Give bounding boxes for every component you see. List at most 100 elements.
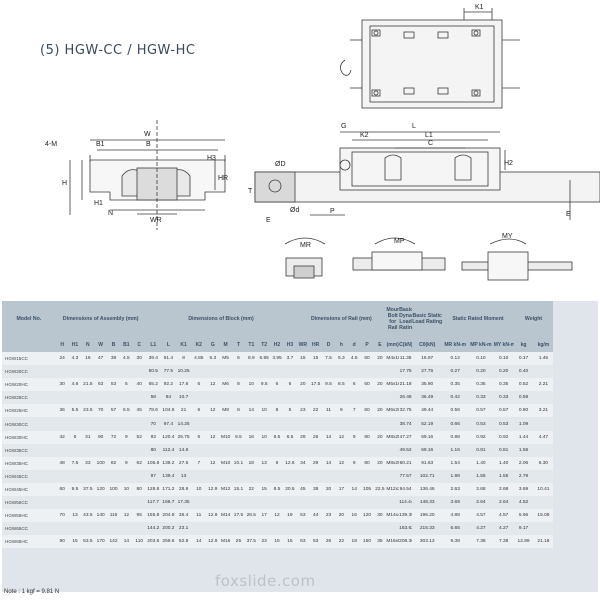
- table-cell: 80: [145, 443, 161, 457]
- table-cell: [257, 391, 271, 405]
- table-cell: 0.35: [442, 378, 469, 392]
- table-cell: 10: [244, 378, 258, 392]
- table-cell: 5: [283, 404, 297, 418]
- front-view: [69, 120, 226, 230]
- table-cell: [107, 365, 120, 379]
- table-cell: 23.5: [81, 404, 95, 418]
- table-cell: 0.92: [468, 430, 494, 444]
- model-cell: HGW35HC: [2, 456, 56, 470]
- table-cell: 17: [334, 482, 348, 497]
- table-cell: 102.71: [412, 469, 443, 483]
- table-cell: 120: [360, 509, 374, 523]
- table-cell: 215.33: [412, 522, 443, 536]
- column-header: N: [81, 337, 95, 352]
- table-cell: 128.8: [145, 482, 161, 497]
- table-cell: 139.4: [160, 469, 177, 483]
- table-cell: 11.38: [399, 352, 413, 366]
- label-h1: H1: [94, 200, 103, 207]
- table-cell: 10: [119, 482, 133, 497]
- table-cell: 12: [119, 509, 133, 523]
- table-cell: 10.1: [232, 456, 245, 470]
- table-cell: [244, 365, 258, 379]
- table-cell: 65.2: [145, 378, 161, 392]
- column-header: C: [132, 337, 146, 352]
- table-cell: 35: [373, 535, 387, 549]
- table-cell: 53.5: [81, 535, 95, 549]
- table-cell: 60: [360, 352, 374, 366]
- table-cell: [373, 496, 387, 510]
- label-n: N: [108, 210, 113, 217]
- table-cell: M12: [219, 482, 233, 497]
- table-cell: [296, 391, 310, 405]
- top-view: [340, 8, 520, 109]
- model-cell: HGW25HC: [2, 404, 56, 418]
- table-cell: [206, 365, 220, 379]
- table-cell: M5x16: [386, 378, 400, 392]
- model-cell: HGW25CC: [2, 391, 56, 405]
- table-cell: [206, 522, 220, 536]
- table-cell: 8.5: [270, 430, 284, 444]
- column-header: T: [232, 337, 245, 352]
- label-od-small: Ød: [290, 207, 299, 214]
- label-h3: H3: [207, 155, 216, 162]
- table-cell: 5: [119, 378, 133, 392]
- table-cell: 11: [322, 404, 335, 418]
- table-cell: [322, 365, 335, 379]
- table-cell: 23: [257, 535, 271, 549]
- table-cell: 12: [206, 404, 220, 418]
- table-cell: 16: [244, 430, 258, 444]
- table-cell: 0.66: [442, 417, 469, 431]
- table-cell: 30: [132, 352, 146, 366]
- table-cell: 5.3: [334, 352, 348, 366]
- table-cell: 45: [296, 482, 310, 497]
- table-cell: M10: [219, 430, 233, 444]
- table-cell: [347, 391, 361, 405]
- table-cell: [132, 365, 146, 379]
- table-cell: 7.38: [468, 535, 494, 549]
- table-cell: 15: [309, 352, 323, 366]
- table-cell: [296, 469, 310, 483]
- table-cell: 10: [191, 482, 207, 497]
- table-cell: [132, 443, 146, 457]
- table-cell: 34: [296, 456, 310, 470]
- table-cell: 7.5: [68, 456, 82, 470]
- label-t: T: [248, 188, 253, 195]
- table-cell: [322, 496, 335, 510]
- column-header: H1: [68, 337, 82, 352]
- table-cell: M4x16: [386, 352, 400, 366]
- column-header: (mm): [386, 337, 400, 352]
- table-cell: [386, 365, 400, 379]
- table-cell: 0.80: [513, 404, 534, 418]
- table-cell: 38.74: [399, 417, 413, 431]
- table-cell: 150: [360, 535, 374, 549]
- table-cell: 20: [373, 404, 387, 418]
- table-cell: [283, 522, 297, 536]
- table-cell: [219, 443, 233, 457]
- table-cell: 24: [55, 352, 69, 366]
- table-cell: 0.92: [493, 430, 514, 444]
- table-cell: 50.5: [145, 365, 161, 379]
- table-cell: 1.56: [513, 443, 534, 457]
- table-cell: 12.6: [283, 456, 297, 470]
- column-header: K2: [191, 337, 207, 352]
- spec-table: Model No. Dimensions of Assembly (mm) Di…: [2, 301, 598, 549]
- section-title: (5) HGW-CC / HGW-HC: [40, 43, 196, 58]
- table-cell: [257, 443, 271, 457]
- table-cell: 9: [334, 404, 348, 418]
- table-cell: [107, 522, 120, 536]
- table-cell: 9: [119, 430, 133, 444]
- table-cell: 4.85: [191, 352, 207, 366]
- table-cell: [119, 469, 133, 483]
- table-cell: 6.30: [533, 456, 554, 470]
- model-cell: HGW20HC: [2, 378, 56, 392]
- table-cell: 6: [191, 378, 207, 392]
- table-cell: 0.12: [442, 352, 469, 366]
- table-cell: [334, 417, 348, 431]
- table-cell: [533, 417, 554, 431]
- table-cell: [55, 417, 69, 431]
- table-cell: [107, 417, 120, 431]
- table-cell: [309, 522, 323, 536]
- table-cell: 17: [257, 509, 271, 523]
